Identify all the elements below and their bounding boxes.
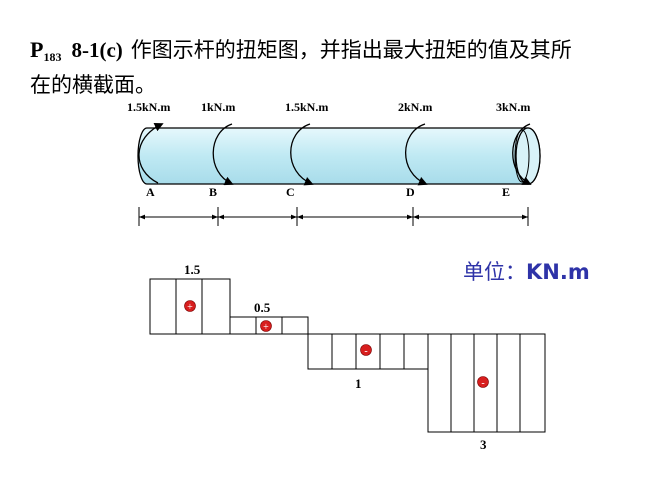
torque-segment-ab [149, 278, 231, 335]
torque-value-cd: 1 [355, 376, 362, 391]
plus-sign-icon [260, 320, 272, 332]
minus-sign-cd: - [364, 346, 367, 357]
problem-page: 183 [43, 50, 62, 64]
torque-value-ab: 1.5 [184, 262, 201, 277]
section-label-b: B [209, 185, 217, 199]
section-label-a: A [146, 185, 155, 199]
moment-arrow-c [290, 123, 314, 186]
torque-diagram [149, 278, 546, 433]
problem-text-line1: 作图示杆的扭矩图，并指出最大扭矩的值及其所 [130, 38, 572, 62]
minus-sign-icon [360, 344, 372, 356]
unit-prefix: 单位： [463, 260, 526, 284]
plus-sign-icon [184, 300, 196, 312]
sign-markers: + + - - [184, 300, 489, 389]
moment-arrow-e [512, 123, 532, 185]
moment-label-e: 3kN.m [496, 100, 530, 114]
shaft-body [137, 127, 541, 185]
plus-sign-bc: + [263, 322, 269, 333]
moment-label-d: 2kN.m [398, 100, 432, 114]
torque-value-bc: 0.5 [254, 300, 271, 315]
moment-label-b: 1kN.m [201, 100, 235, 114]
torque-segment-de [427, 333, 546, 433]
section-label-e: E [502, 185, 510, 199]
unit-value: KN.m [526, 260, 590, 284]
section-label-c: C [286, 185, 295, 199]
moment-label-a: 1.5kN.m [127, 100, 170, 114]
plus-sign-ab: + [187, 302, 193, 313]
moment-arrows [138, 122, 532, 186]
torque-value-de: 3 [480, 437, 487, 452]
dimension-line [138, 207, 529, 226]
moment-arrow-b [212, 123, 234, 186]
moment-arrow-d [404, 123, 428, 186]
moment-label-c: 1.5kN.m [285, 100, 328, 114]
minus-sign-de: - [481, 378, 484, 389]
shaft [137, 127, 541, 185]
unit-label: 单位：KN.m [463, 256, 590, 286]
problem-code: P [30, 37, 44, 62]
moment-arrow-a [138, 122, 164, 184]
problem-number: 8-1(c) [71, 38, 123, 62]
problem-title: P183 8-1(c) 作图示杆的扭矩图，并指出最大扭矩的值及其所 在的横截面。 [30, 36, 640, 99]
section-label-d: D [406, 185, 415, 199]
minus-sign-icon [477, 376, 489, 388]
torque-segment-bc [229, 316, 309, 335]
problem-text-line2: 在的横截面。 [30, 73, 156, 97]
